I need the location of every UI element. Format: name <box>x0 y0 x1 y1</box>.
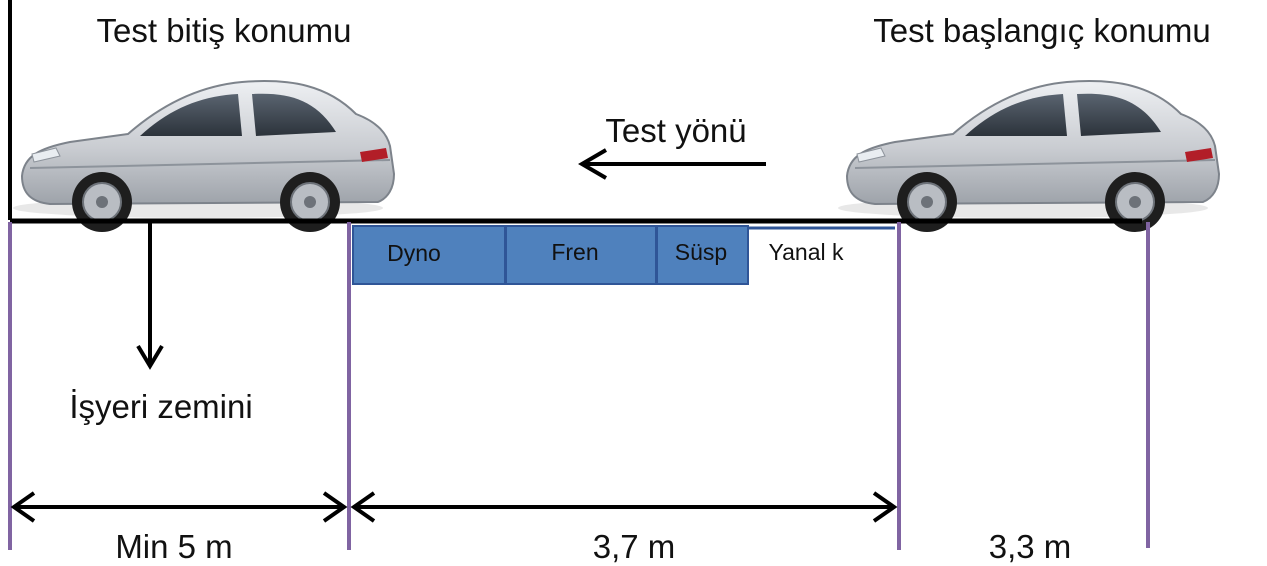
station-yanal-label: Yanal k <box>768 239 844 265</box>
station-strip: Dyno Fren Süsp Yanal k <box>352 225 895 285</box>
end-position-label: Test bitiş konumu <box>97 12 352 49</box>
car-end-image <box>12 80 395 233</box>
floor-label: İşyeri zemini <box>69 388 252 425</box>
station-dyno-label: Dyno <box>387 240 441 266</box>
direction-label: Test yönü <box>605 112 746 149</box>
car-start-image <box>837 80 1220 233</box>
start-position-label: Test başlangıç konumu <box>873 12 1211 49</box>
dimension-3-7 <box>350 491 898 523</box>
dimension-label-3-7: 3,7 m <box>593 528 676 565</box>
station-fren <box>505 225 657 285</box>
station-susp <box>656 225 749 285</box>
station-fren-label: Fren <box>551 239 598 265</box>
station-susp-label: Süsp <box>675 239 727 265</box>
dimension-min5 <box>10 491 348 523</box>
floor-pointer-arrow <box>136 222 164 370</box>
station-dyno <box>352 225 506 285</box>
dimension-label-min5: Min 5 m <box>115 528 232 565</box>
divider-lines <box>8 222 1150 550</box>
direction-arrow <box>578 148 766 180</box>
dimension-label-3-3: 3,3 m <box>989 528 1072 565</box>
